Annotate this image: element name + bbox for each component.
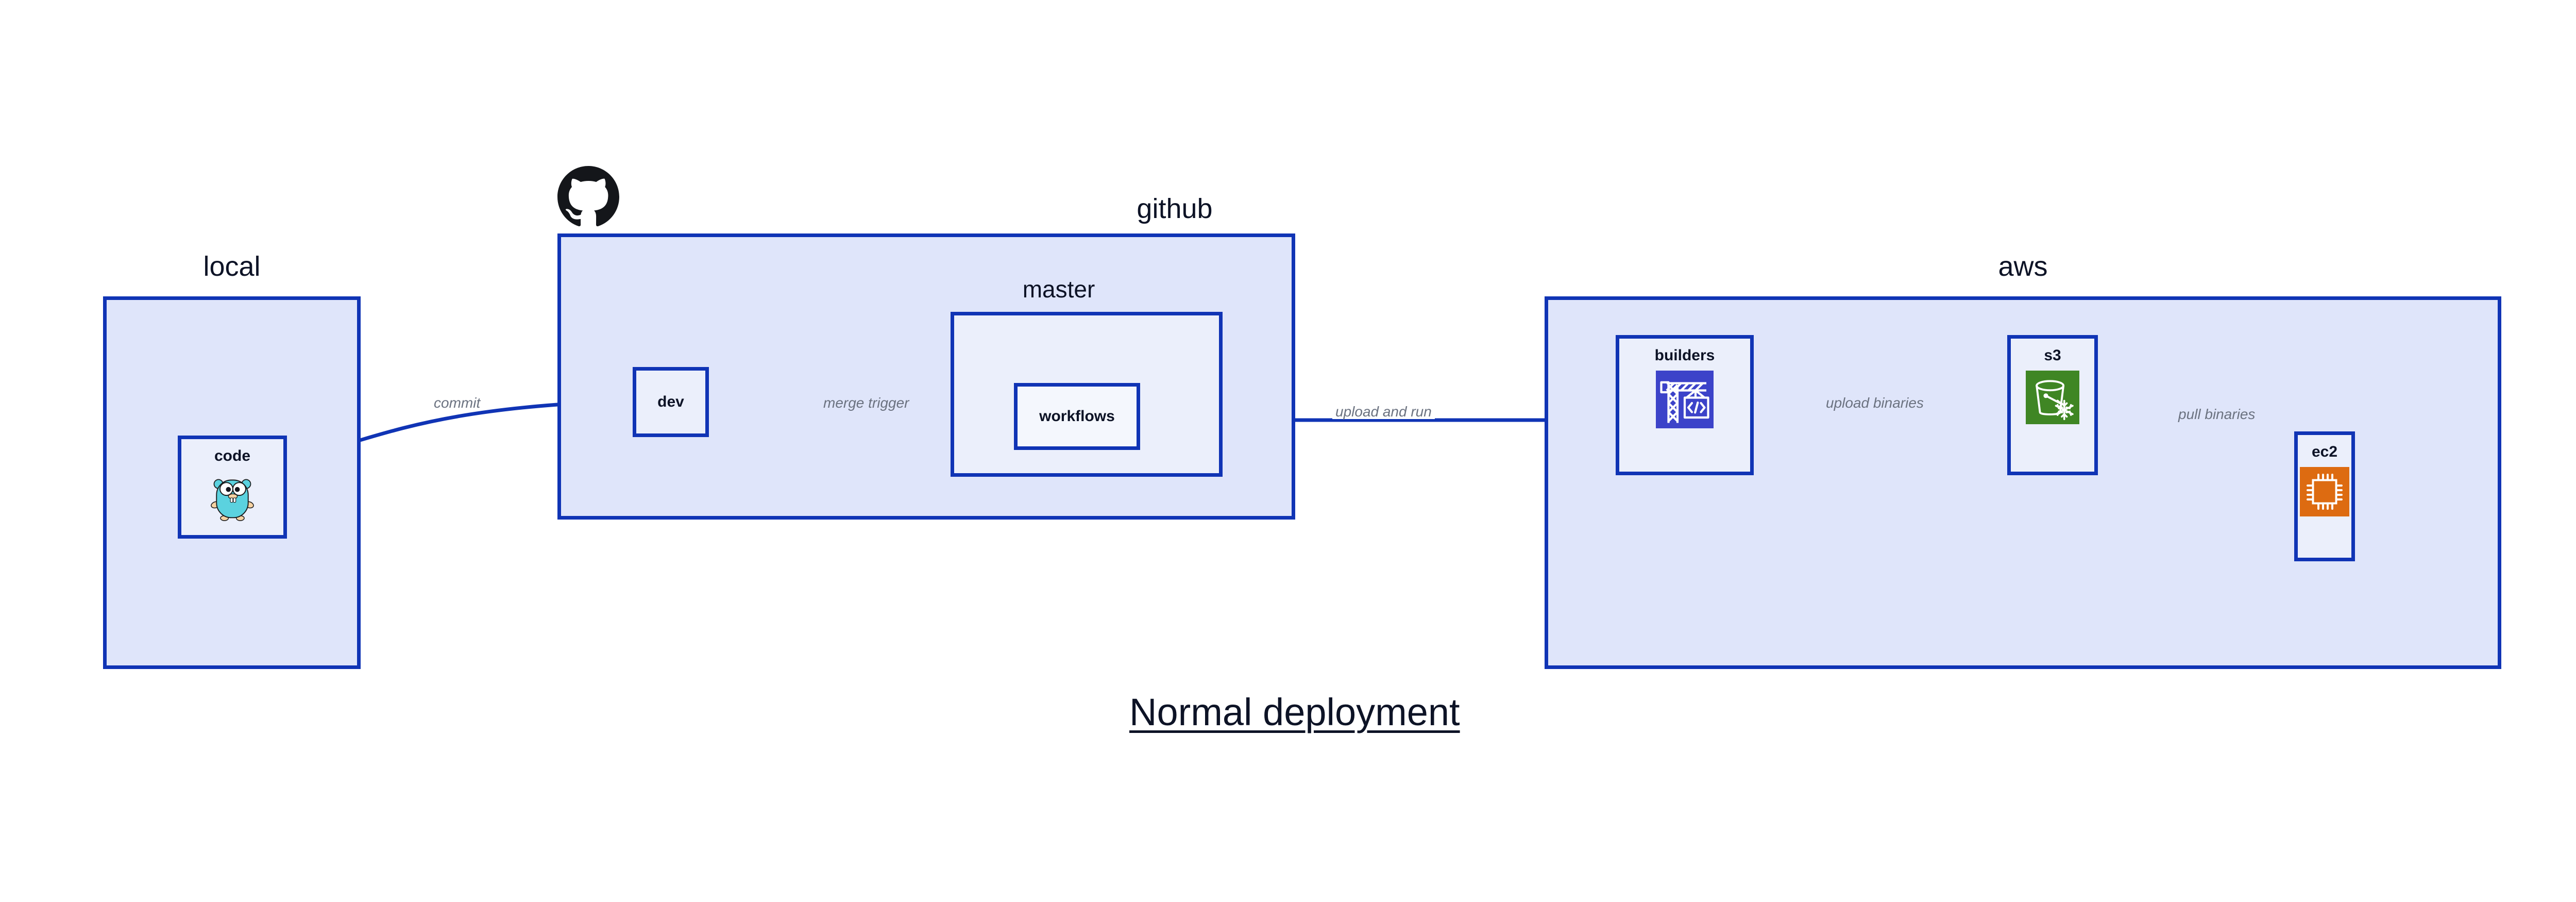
group-label-github: github	[1137, 193, 1213, 224]
node-label-ec2: ec2	[2311, 443, 2338, 460]
node-label-code: code	[214, 447, 251, 464]
node-label-workflows: workflows	[1039, 408, 1115, 425]
edge-label-upload-binaries: upload binaries	[1823, 396, 1927, 410]
aws-ec2-chip-icon	[2300, 467, 2349, 519]
diagram-title: Normal deployment	[1129, 691, 1460, 733]
group-label-master: master	[1022, 276, 1095, 303]
aws-codebuild-crane-icon	[1656, 371, 1714, 431]
edge-label-upload-and-run: upload and run	[1332, 405, 1435, 419]
edge-label-merge-trigger: merge trigger	[820, 396, 912, 410]
aws-s3-glacier-bucket-icon	[2026, 371, 2079, 427]
node-label-s3: s3	[2044, 347, 2061, 364]
node-builders[interactable]: builders	[1616, 335, 1754, 475]
node-s3[interactable]: s3	[2007, 335, 2098, 475]
edge-label-pull-binaries: pull binaries	[2175, 407, 2259, 422]
node-workflows[interactable]: workflows	[1014, 383, 1140, 450]
github-logo-icon	[557, 166, 619, 230]
node-code[interactable]: code	[178, 436, 287, 539]
node-label-builders: builders	[1654, 347, 1715, 364]
go-gopher-icon	[208, 472, 257, 524]
node-label-dev: dev	[657, 393, 684, 410]
node-dev[interactable]: dev	[633, 367, 709, 437]
group-label-aws: aws	[1998, 251, 2048, 282]
node-ec2[interactable]: ec2	[2294, 431, 2355, 561]
edge-label-commit: commit	[431, 396, 484, 410]
group-label-local: local	[203, 251, 261, 282]
